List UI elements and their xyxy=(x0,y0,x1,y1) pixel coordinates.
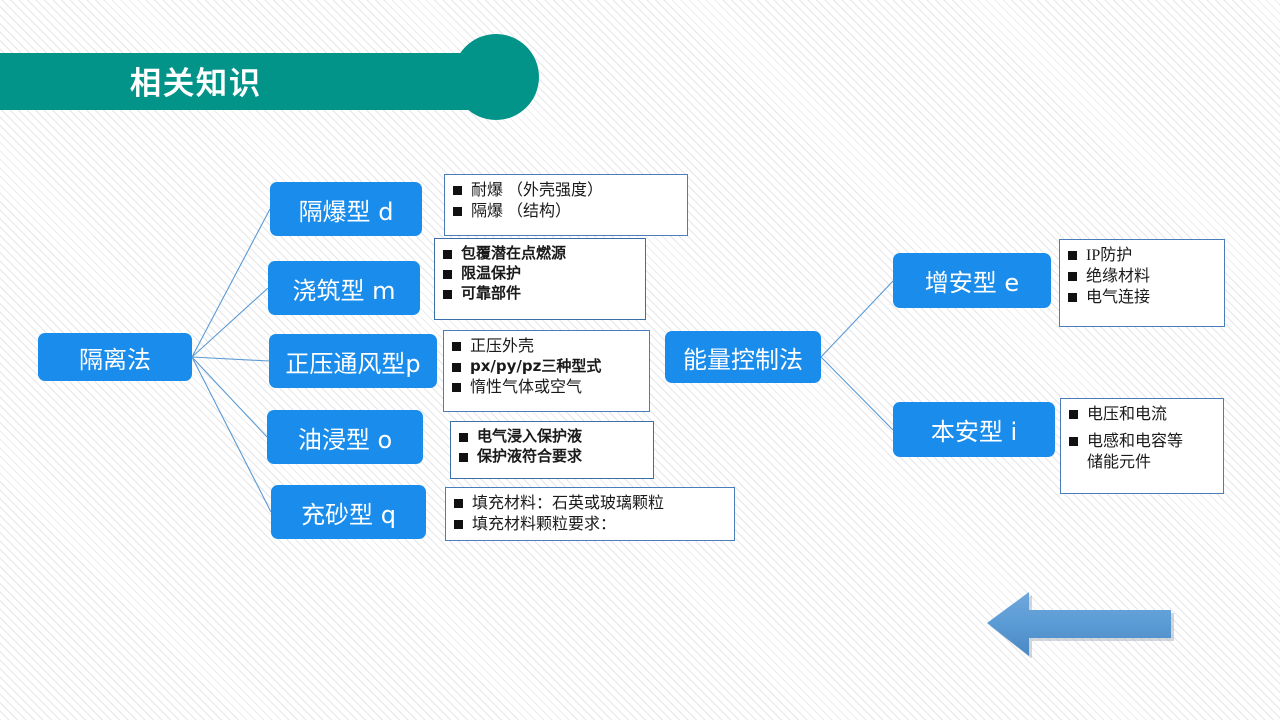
list-item: 保护液符合要求 xyxy=(459,447,645,467)
detail-box-encapsulation: 包覆潜在点燃源 限温保护 可靠部件 xyxy=(434,238,646,320)
list-item: 绝缘材料 xyxy=(1068,266,1216,287)
node-explosion-proof-d[interactable]: 隔爆型 d xyxy=(270,182,422,236)
list-item: px/py/pz三种型式 xyxy=(452,357,641,377)
square-bullet-icon xyxy=(1068,293,1077,303)
square-bullet-icon xyxy=(459,452,468,462)
square-bullet-icon xyxy=(443,289,452,299)
square-bullet-icon xyxy=(452,342,461,351)
list-item: 耐爆 （外壳强度） xyxy=(453,180,679,201)
node-increased-safety-e[interactable]: 增安型 e xyxy=(893,253,1051,308)
detail-box-increased-safety: IP防护 绝缘材料 电气连接 xyxy=(1059,239,1225,327)
list-item-continuation: 储能元件 xyxy=(1087,454,1152,472)
square-bullet-icon xyxy=(1068,251,1077,260)
header-banner-bar xyxy=(0,53,500,110)
list-item: 包覆潜在点燃源 xyxy=(443,244,637,264)
square-bullet-icon xyxy=(454,520,463,530)
square-bullet-icon xyxy=(1068,272,1077,282)
list-item: 惰性气体或空气 xyxy=(452,377,641,398)
node-encapsulation-m[interactable]: 浇筑型 m xyxy=(268,261,420,315)
list-item: 正压外壳 xyxy=(452,336,641,357)
detail-box-explosion-proof: 耐爆 （外壳强度） 隔爆 （结构） xyxy=(444,174,688,236)
list-item: 电气浸入保护液 xyxy=(459,427,645,447)
list-item: 填充材料：石英或玻璃颗粒 xyxy=(454,493,726,514)
list-item: 限温保护 xyxy=(443,264,637,284)
square-bullet-icon xyxy=(1069,437,1078,447)
header-banner-circle xyxy=(453,34,539,120)
node-oil-immersed-o[interactable]: 油浸型 o xyxy=(267,410,423,464)
detail-box-pressurized: 正压外壳 px/py/pz三种型式 惰性气体或空气 xyxy=(443,330,650,412)
list-item: 电压和电流 xyxy=(1069,404,1215,425)
square-bullet-icon xyxy=(454,499,463,508)
list-item: IP防护 xyxy=(1068,245,1216,266)
square-bullet-icon xyxy=(459,433,468,442)
list-item: 填充材料颗粒要求： xyxy=(454,514,726,535)
square-bullet-icon xyxy=(1069,410,1078,419)
square-bullet-icon xyxy=(443,269,452,279)
detail-box-intrinsic-safety: 电压和电流 电感和电容等 储能元件 xyxy=(1060,398,1224,494)
detail-box-sand-filled: 填充材料：石英或玻璃颗粒 填充材料颗粒要求： xyxy=(445,487,735,541)
detail-box-oil-immersed: 电气浸入保护液 保护液符合要求 xyxy=(450,421,654,479)
node-intrinsic-safety-i[interactable]: 本安型 i xyxy=(893,402,1055,457)
list-item: 隔爆 （结构） xyxy=(453,201,679,222)
node-sand-filled-q[interactable]: 充砂型 q xyxy=(271,485,426,539)
square-bullet-icon xyxy=(443,250,452,259)
list-item: 电气连接 xyxy=(1068,287,1216,308)
square-bullet-icon xyxy=(452,382,461,392)
square-bullet-icon xyxy=(452,363,461,373)
left-pointing-arrow xyxy=(987,592,1174,658)
square-bullet-icon xyxy=(453,186,462,195)
node-energy-control-method[interactable]: 能量控制法 xyxy=(665,331,821,383)
list-item: 电感和电容等 xyxy=(1069,431,1215,452)
page-title: 相关知识 xyxy=(130,66,262,102)
square-bullet-icon xyxy=(453,207,462,217)
list-item: 可靠部件 xyxy=(443,284,637,304)
node-pressurized-p[interactable]: 正压通风型p xyxy=(269,334,437,388)
node-isolation-method[interactable]: 隔离法 xyxy=(38,333,192,381)
